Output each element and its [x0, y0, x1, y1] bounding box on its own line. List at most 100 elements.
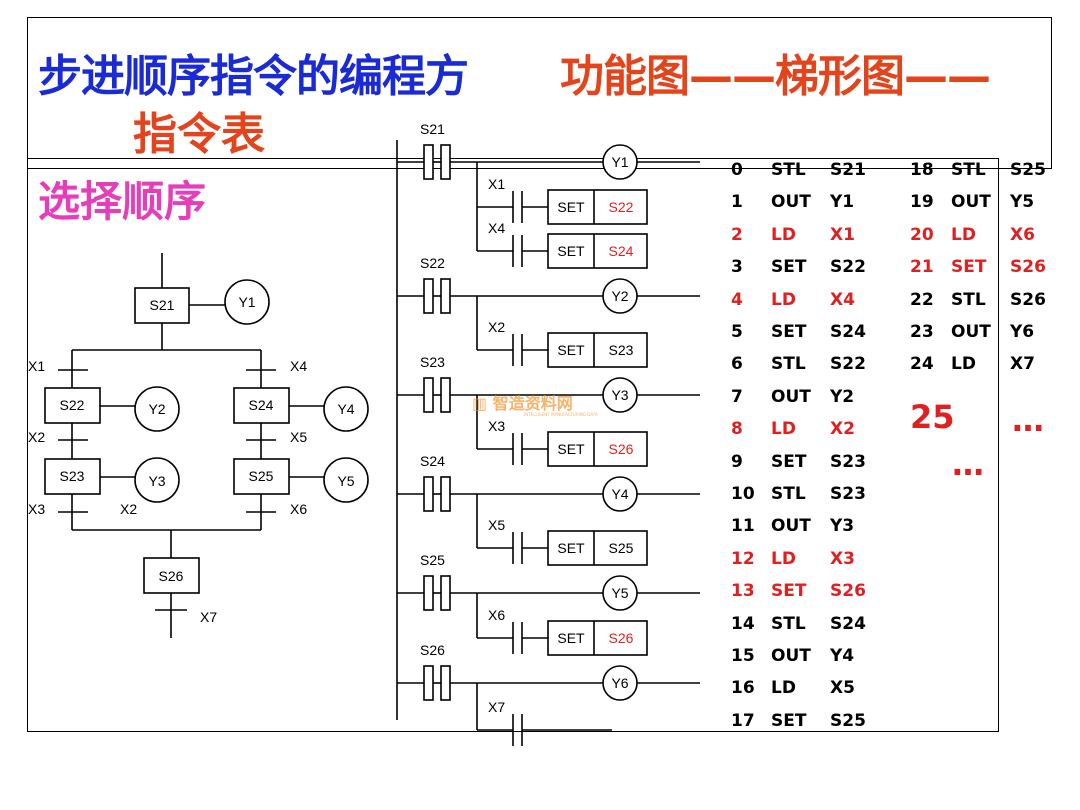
instruction-arg: S21	[830, 160, 866, 180]
watermark-subtext: INTELLIGENT MANUFACTURING DATA	[524, 412, 598, 417]
instruction-step: 14	[731, 613, 755, 634]
instruction-op: SET	[771, 581, 807, 602]
ladder-set-box	[547, 189, 648, 225]
instruction-step: 17	[731, 710, 755, 731]
instruction-step: 8	[731, 419, 743, 440]
ladder-coil-label: Y2	[611, 288, 628, 304]
ladder-stl-label: S26	[420, 642, 445, 658]
instruction-arg: Y4	[830, 646, 855, 666]
instruction-op: STL	[951, 160, 986, 180]
instruction-op: LD	[771, 224, 796, 245]
ladder-set-target: S24	[609, 243, 634, 259]
ladder-set-target: S26	[609, 630, 634, 646]
sfc-label-x3: X3	[28, 501, 45, 517]
instruction-step: 7	[731, 386, 743, 407]
ladder-set-target: S23	[609, 342, 634, 358]
instruction-arg: X7	[1010, 354, 1035, 375]
title-flow-line2: 指令表	[133, 109, 265, 160]
instruction-arg: S24	[830, 322, 866, 342]
ladder-stl-contact	[423, 476, 434, 512]
ladder-stl-contact	[423, 278, 434, 314]
instruction-op: LD	[951, 224, 976, 245]
instruction-op: OUT	[771, 646, 811, 666]
instruction-step: 21	[910, 257, 934, 278]
instruction-op: SET	[771, 451, 807, 472]
sfc-label-y3: Y3	[148, 473, 165, 489]
ladder-set-target: S25	[609, 540, 634, 556]
sfc-label-s21: S21	[150, 297, 175, 313]
sfc-output-y5	[323, 457, 369, 503]
instruction-op: SET	[951, 257, 987, 278]
sfc-label-x6: X6	[290, 501, 307, 517]
ladder-stl-label: S21	[420, 121, 445, 137]
sfc-output-y3	[134, 457, 180, 503]
instruction-arg: S25	[830, 710, 866, 731]
ladder-stl-contact	[423, 377, 434, 413]
instruction-arg: X4	[830, 289, 855, 310]
instruction-step: 3	[731, 257, 743, 278]
sfc-label-x2a: X2	[28, 429, 45, 445]
sfc-label-s26: S26	[159, 568, 184, 584]
ladder-stl-label: S23	[420, 354, 445, 370]
instruction-arg: Y2	[830, 386, 855, 407]
instruction-step: 9	[731, 451, 743, 472]
ladder-stl-contact	[423, 575, 434, 611]
ladder-contact-label: X2	[488, 319, 505, 335]
ladder-set-label: SET	[557, 540, 585, 556]
sfc-output-y1	[224, 279, 270, 325]
instruction-step: 11	[731, 516, 755, 537]
instruction-step: 18	[910, 160, 934, 180]
sfc-label-x2b: X2	[120, 501, 137, 517]
ladder-set-label: SET	[557, 441, 585, 457]
sfc-label-y1: Y1	[238, 294, 255, 310]
instruction-step: 1	[731, 192, 743, 213]
instruction-arg: S23	[830, 451, 866, 472]
instruction-step: 23	[910, 322, 934, 342]
instruction-op: STL	[951, 289, 986, 310]
instruction-op: LD	[771, 419, 796, 440]
instruction-arg: S26	[1010, 257, 1046, 278]
instruction-op: SET	[771, 322, 807, 342]
subtitle: 选择顺序	[38, 177, 207, 226]
ladder-set-box	[547, 233, 648, 269]
ladder-set-box	[547, 332, 648, 368]
sfc-step-s25	[233, 458, 290, 495]
ladder-set-box	[547, 431, 648, 467]
instruction-arg: X5	[830, 678, 855, 699]
ellipsis-right: …	[1012, 401, 1044, 439]
instruction-step: 10	[731, 484, 755, 504]
ladder-set-box	[547, 620, 648, 656]
instruction-op: SET	[771, 257, 807, 278]
instruction-arg: Y5	[1010, 192, 1035, 213]
sfc-label-x4: X4	[290, 358, 307, 374]
sfc-label-s24: S24	[249, 397, 274, 413]
instruction-op: LD	[771, 548, 796, 569]
sfc-step-s26	[143, 557, 200, 594]
ladder-contact-label: X4	[488, 220, 505, 236]
title-flow: 功能图——梯形图——	[560, 51, 991, 102]
sfc-step-s23	[44, 458, 101, 495]
instruction-step: 19	[910, 192, 934, 213]
ladder-set-label: SET	[557, 342, 585, 358]
instruction-step: 5	[731, 322, 743, 342]
sfc-output-y2	[134, 386, 180, 432]
instruction-step: 6	[731, 354, 743, 375]
sfc-step-s24	[233, 387, 290, 424]
sfc-label-x7: X7	[200, 609, 217, 625]
instruction-arg: X2	[830, 419, 855, 440]
instruction-op: SET	[771, 710, 807, 731]
instruction-step: 12	[731, 548, 755, 569]
sfc-label-y4: Y4	[337, 401, 354, 417]
instruction-arg: Y3	[830, 516, 855, 537]
ladder-coil-label: Y4	[611, 486, 628, 502]
watermark-text: 智造资料网	[492, 394, 573, 413]
ladder-contact-label: X5	[488, 517, 505, 533]
instruction-op: LD	[771, 289, 796, 310]
sfc-label-x5: X5	[290, 429, 307, 445]
instruction-step: 13	[731, 581, 755, 602]
title-frame	[27, 17, 1052, 169]
instruction-op: OUT	[771, 516, 811, 537]
ladder-coil-label: Y3	[611, 387, 628, 403]
sfc-label-s22: S22	[60, 397, 85, 413]
